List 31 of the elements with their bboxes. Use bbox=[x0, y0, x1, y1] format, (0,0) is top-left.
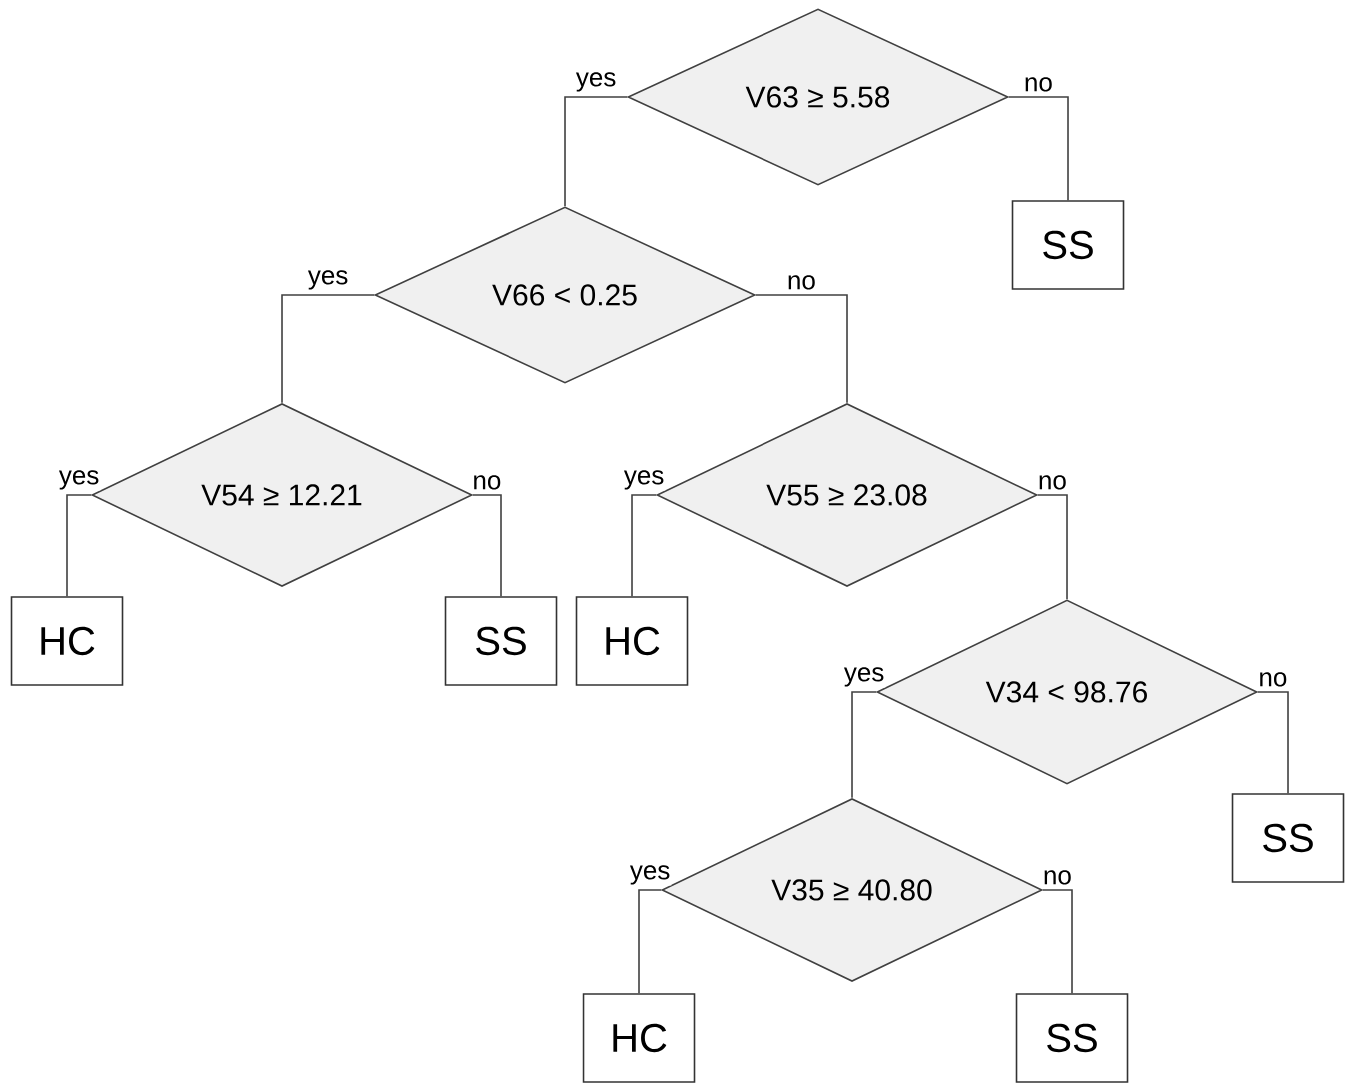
edge-label: no bbox=[785, 274, 817, 291]
connector bbox=[281, 294, 375, 404]
connector bbox=[1042, 889, 1073, 994]
connector bbox=[638, 889, 662, 994]
leaf-box: SS bbox=[1231, 793, 1345, 883]
edge-label: yes bbox=[628, 864, 672, 886]
edge-label: yes bbox=[574, 71, 618, 93]
edge-label: yes bbox=[306, 269, 350, 291]
leaf-box: SS bbox=[444, 596, 558, 686]
connector bbox=[1037, 494, 1068, 601]
edge-label: yes bbox=[622, 469, 666, 491]
edge-label: yes bbox=[57, 469, 101, 491]
connector bbox=[1257, 691, 1289, 794]
leaf-box: HC bbox=[582, 993, 696, 1083]
leaf-box: HC bbox=[575, 596, 689, 686]
edge-label: no bbox=[471, 474, 503, 491]
connector bbox=[66, 494, 92, 597]
edge-label: yes bbox=[842, 666, 886, 688]
edge-label: no bbox=[1041, 869, 1073, 886]
connector bbox=[631, 494, 657, 597]
connector bbox=[472, 494, 502, 597]
edge-label: no bbox=[1022, 76, 1054, 93]
connector bbox=[1008, 96, 1069, 201]
connector bbox=[755, 294, 848, 404]
leaf-box: SS bbox=[1011, 200, 1125, 290]
connector bbox=[851, 691, 877, 799]
edge-label: no bbox=[1036, 474, 1068, 491]
leaf-box: HC bbox=[10, 596, 124, 686]
leaf-box: SS bbox=[1015, 993, 1129, 1083]
connector bbox=[564, 96, 628, 207]
edge-label: no bbox=[1257, 671, 1289, 688]
